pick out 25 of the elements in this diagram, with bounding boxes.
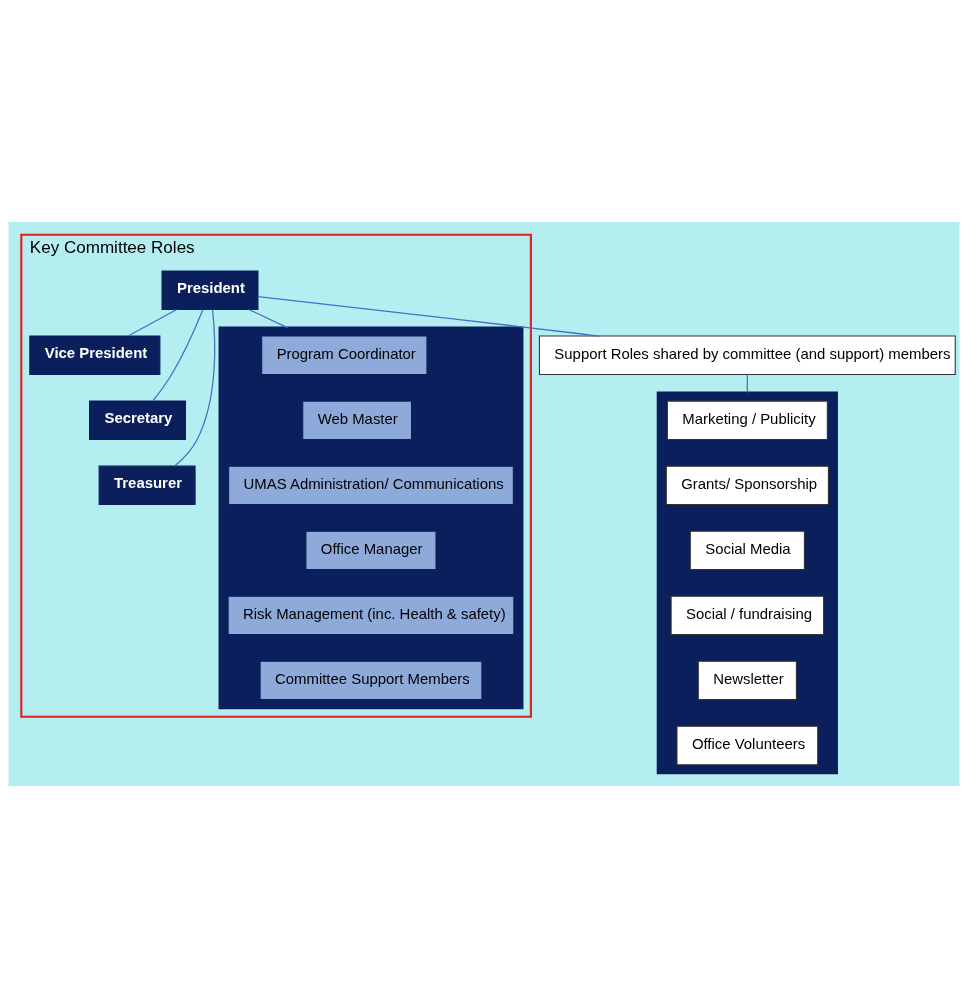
connector — [746, 373, 748, 394]
node-box: Newsletter — [697, 660, 797, 701]
node-box: President — [161, 270, 259, 310]
connector — [174, 309, 216, 467]
connector — [257, 296, 600, 337]
node-box: Program Coordinator — [261, 335, 428, 375]
node-box: Treasurer — [98, 465, 196, 506]
connector — [127, 308, 178, 337]
node-box: Vice President — [29, 335, 161, 375]
node-box: Social / fundraising — [670, 595, 825, 636]
node-box: Office Volunteers — [676, 725, 819, 766]
node-box: Office Manager — [305, 530, 437, 571]
node-box: UMAS Administration/ Communications — [228, 465, 514, 506]
node-box: Committee Support Members — [259, 660, 483, 701]
node-box: Risk Management (inc. Health & safety) — [227, 595, 515, 636]
node-box: Secretary — [89, 400, 186, 441]
node-box: Support Roles shared by committee (and support) members — [538, 335, 956, 375]
node-box: Marketing / Publicity — [666, 400, 828, 441]
node-box: Grants/ Sponsorship — [665, 465, 829, 506]
node-box: Web Master — [302, 400, 413, 441]
connector — [152, 309, 204, 402]
node-box: Social Media — [689, 530, 805, 571]
cluster — [218, 326, 524, 710]
cluster — [656, 391, 838, 775]
connector — [248, 308, 289, 329]
